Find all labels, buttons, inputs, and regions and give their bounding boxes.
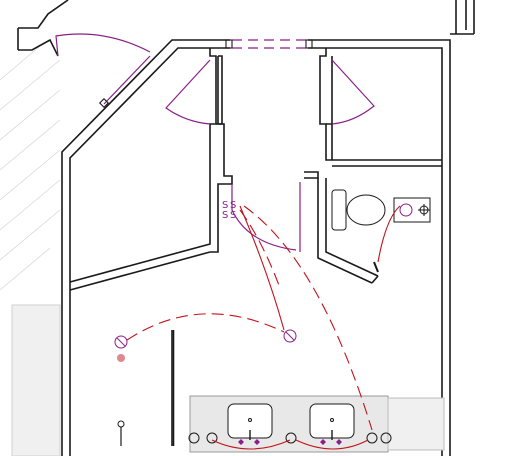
- switch-icon: S S: [222, 200, 236, 211]
- door-leaf-diagonal: [103, 55, 151, 105]
- sink-icon: [309, 403, 355, 440]
- sconce-markers: [238, 439, 342, 445]
- svg-text:S: S: [230, 210, 236, 221]
- vanity-light-icon: [285, 432, 297, 444]
- door-jamb: [98, 97, 110, 109]
- floor-receptacle-icon: [117, 420, 125, 446]
- vanity-counter: [189, 395, 445, 453]
- ceiling-light-icon: [114, 335, 128, 362]
- toilet-icon: [331, 189, 386, 231]
- svg-text:S: S: [222, 210, 228, 221]
- vanity-light-icon: [188, 432, 218, 444]
- receptacle-icon: [373, 261, 379, 273]
- svg-text:S: S: [230, 200, 236, 211]
- exhaust-fan-icon: [393, 197, 431, 223]
- door-swing-upper-left: [55, 33, 151, 57]
- exterior-walls: [61, 0, 475, 456]
- svg-text:S: S: [222, 200, 228, 211]
- switch-icon: S S: [222, 210, 236, 221]
- door-swings: [165, 59, 375, 252]
- exterior-hatch: [0, 45, 61, 291]
- sink-icon: [227, 403, 273, 440]
- circuit-wiring: [126, 205, 401, 450]
- vanity-light-icon: [366, 432, 392, 444]
- upper-left-wall: [17, 0, 69, 57]
- exterior-cabinet: [11, 304, 61, 456]
- top-double-door: [225, 39, 313, 49]
- ceiling-light-icon: [283, 329, 297, 343]
